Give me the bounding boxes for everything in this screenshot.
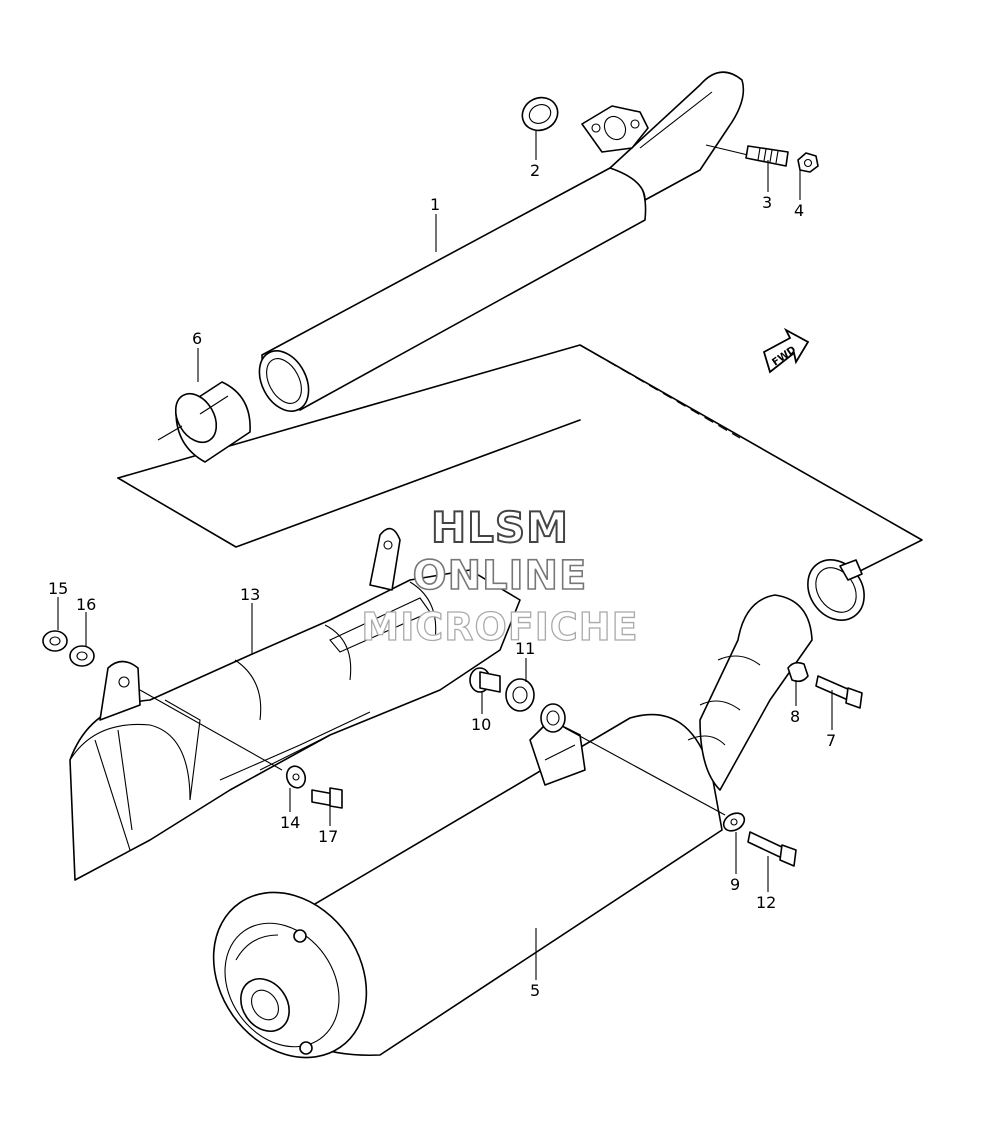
- callout-labels: 1 2 3 4 5 6 7 8 9 10 11 12 13 14 15 16 1…: [48, 161, 836, 1000]
- exhaust-pipe-part-1[interactable]: [250, 71, 749, 419]
- cushion-part-11[interactable]: [505, 678, 535, 712]
- washer-part-11b: [540, 703, 566, 733]
- callout-16: 16: [76, 595, 96, 614]
- joint-sleeve-part-6[interactable]: [157, 381, 251, 463]
- bolt-part-17[interactable]: [311, 787, 343, 809]
- callout-2: 2: [530, 161, 540, 180]
- callout-4: 4: [794, 201, 804, 220]
- callout-9: 9: [730, 875, 740, 894]
- gasket-part-2[interactable]: [517, 92, 563, 136]
- watermark-line-3: MICROFICHE: [361, 604, 639, 649]
- callout-6: 6: [192, 329, 202, 348]
- callout-14: 14: [280, 813, 300, 832]
- callout-5: 5: [530, 981, 540, 1000]
- washer-part-14[interactable]: [284, 764, 308, 791]
- fwd-arrow-icon: FWD: [762, 327, 810, 374]
- bolt-part-12[interactable]: [747, 831, 797, 867]
- callout-10: 10: [471, 715, 491, 734]
- watermark-line-1: HLSM: [430, 502, 569, 553]
- clamp-ring[interactable]: [796, 549, 875, 631]
- callout-12: 12: [756, 893, 776, 912]
- nut-part-4[interactable]: [797, 152, 819, 173]
- callout-13: 13: [240, 585, 260, 604]
- washer-part-9[interactable]: [720, 810, 747, 835]
- bushing-part-10[interactable]: [469, 667, 501, 693]
- callout-11: 11: [515, 639, 535, 658]
- leader-lines: [57, 130, 833, 980]
- grommet-part-16[interactable]: [69, 645, 95, 667]
- muffler-part-5[interactable]: [182, 594, 813, 1087]
- assembly-outline-upper: [117, 344, 923, 576]
- callout-3: 3: [762, 193, 772, 212]
- callout-1: 1: [430, 195, 440, 214]
- spacer-part-8[interactable]: [787, 661, 809, 683]
- callout-8: 8: [790, 707, 800, 726]
- watermark-line-2: ONLINE: [412, 552, 588, 600]
- clip-nut-part-15[interactable]: [42, 630, 68, 652]
- bolt-part-7[interactable]: [815, 675, 863, 709]
- stud-bolt-part-3[interactable]: [745, 145, 789, 167]
- heat-shield-part-13[interactable]: [69, 527, 521, 881]
- callout-7: 7: [826, 731, 836, 750]
- callout-15: 15: [48, 579, 68, 598]
- callout-17: 17: [318, 827, 338, 846]
